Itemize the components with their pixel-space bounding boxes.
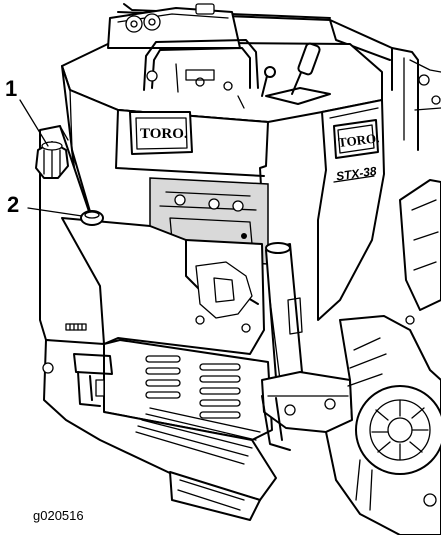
callout-2-leader	[27, 207, 83, 217]
front-brand-logo: TORO.	[140, 126, 188, 142]
track-wheel	[325, 315, 441, 535]
base-plate	[42, 339, 277, 501]
hydraulic-cap	[80, 210, 104, 226]
side-brand-logo: TORO.	[337, 130, 380, 150]
front-shield	[61, 217, 265, 355]
fuel-cap	[35, 141, 69, 179]
callout-1-number: 1	[5, 76, 17, 101]
rear-wheel	[399, 179, 441, 325]
callout-2: 2	[7, 192, 83, 217]
rear-frame	[117, 3, 441, 151]
hydraulic-cylinder	[265, 242, 303, 381]
control-panel	[61, 3, 383, 123]
right-fender	[261, 371, 353, 451]
front-roller	[169, 471, 261, 521]
callout-2-number: 2	[7, 192, 19, 217]
right-side-panel: TORO. STX-38	[317, 99, 385, 321]
callout-1-leader	[19, 99, 49, 147]
lower-grille	[103, 339, 273, 441]
figure-id: g020516	[33, 508, 84, 523]
callout-1: 1	[5, 76, 49, 147]
model-badge: STX-38	[335, 164, 378, 184]
